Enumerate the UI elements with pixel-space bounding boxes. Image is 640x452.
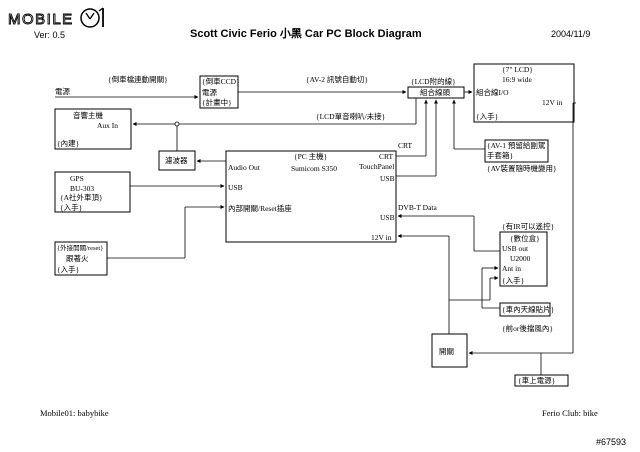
dtv-line-4: U2000 — [510, 254, 531, 263]
gps-line-4: {入手} — [60, 202, 82, 212]
reverse-ccd-box: {倒車CCD} 電源 {計畫中} — [199, 75, 240, 109]
gps-receiver-box: GPS BU-303 {A社外車頂} {入手} — [54, 171, 131, 213]
pc-port-12v: 12V in — [371, 233, 392, 242]
footer-id: #67593 — [596, 437, 626, 447]
ccd-line-3: {計畫中} — [202, 97, 232, 107]
car-power-box: {車上電源} — [514, 374, 569, 387]
pc-port-usb-1: USB — [380, 174, 395, 183]
lcd-line-3: 組合線I/O — [476, 87, 509, 97]
pc-model: Sumicom S350 — [291, 164, 337, 173]
ccd-line-1: {倒車CCD} — [202, 76, 240, 86]
pc-port-usb-left: USB — [228, 183, 243, 192]
dtv-line-3: USB out — [502, 244, 529, 253]
dtv-line-2: {數位盒} — [510, 233, 540, 243]
antenna-line-1: {車內天線貼片} — [502, 304, 554, 314]
av1-line-2: 手套箱} — [487, 150, 513, 160]
antenna-line-2: {前or後擋風內} — [502, 323, 553, 333]
lcd-combo-connector: {LCD附的線} 組合線頭 — [407, 76, 465, 99]
digital-tv-box: {有IR可以遙控} {數位盒} USB out U2000 Ant in {入手… — [499, 221, 554, 287]
av1-line-3: {AV裝置隨時機變用} — [487, 163, 557, 173]
lcd-line-4: 12V in — [542, 98, 563, 107]
av1-line-1: {AV-1 預留給副駕 — [487, 140, 545, 150]
dtv-ir-note: {有IR可以遙控} — [502, 221, 554, 231]
filter-label: 濾波器 — [165, 155, 188, 165]
lcd-line-1: {7" LCD} — [502, 65, 533, 74]
antenna-patch-box: {車內天線貼片} {前or後擋風內} — [499, 302, 554, 333]
power-label: 電源 — [55, 87, 70, 96]
switch-line-2: 跟著火 — [66, 253, 89, 263]
av1-input-box: {AV-1 預留給副駕 手套箱} {AV裝置隨時機變用} — [484, 139, 557, 173]
footer-author: Mobile01: babybike — [40, 408, 109, 418]
gps-line-1: GPS — [70, 174, 84, 183]
crt-label: CRT — [398, 141, 413, 150]
gps-line-3: {A社外車頂} — [60, 192, 103, 202]
lcd-combo-inner: 組合線頭 — [420, 87, 450, 97]
audio-head-unit-box: 音響主機 Aux In {內建} — [54, 108, 132, 150]
audio-line-3: {內建} — [57, 138, 79, 148]
pc-port-audio-out: Audio Out — [228, 163, 261, 172]
audio-line-2: Aux In — [97, 121, 118, 130]
dtv-line-6: {入手} — [502, 275, 524, 285]
car-power-label: {車上電源} — [518, 375, 555, 385]
pc-port-touchpanel: TouchPanel — [359, 162, 394, 171]
footer-club: Ferio Club: bike — [542, 408, 598, 418]
lcd-line-2: 16:9 wide — [502, 75, 532, 84]
dvb-data-label: DVB-T Data — [398, 203, 437, 212]
lcd-line-5: {入手} — [476, 111, 498, 121]
breaker-switch-box: 開關 — [431, 333, 468, 368]
mobile01-logo: MOBILE — [8, 7, 104, 28]
pc-port-crt: CRT — [379, 152, 394, 161]
diagram-title: Scott Civic Ferio 小黑 Car PC Block Diagra… — [190, 26, 422, 40]
switch-line-3: {入手} — [57, 264, 79, 274]
date-text: 2004/11/9 — [551, 29, 590, 39]
dtv-line-5: Ant in — [502, 264, 521, 273]
lcd-audio-label: {LCD單音喇叭/未接} — [316, 111, 385, 121]
logo-o-mark — [80, 8, 100, 28]
pc-title: {PC 主機} — [294, 151, 327, 161]
ccd-line-2: 電源 — [202, 88, 217, 97]
reverse-switch-label: {倒車檔連動開關} — [108, 74, 168, 84]
pc-main-unit-box: {PC 主機} Sumicom S350 Audio Out USB 內部開關/… — [225, 150, 397, 243]
switch-line-1: {外接開關/reset} — [57, 243, 103, 252]
lcd-monitor-box: {7" LCD} 16:9 wide 組合線I/O 12V in {入手} — [473, 63, 575, 123]
audio-line-1: 音響主機 — [73, 110, 103, 120]
logo-text: MOBILE — [8, 11, 74, 28]
version-text: Ver: 0.5 — [34, 30, 65, 40]
noise-filter-box: 濾波器 — [158, 150, 196, 171]
connection-lines — [55, 90, 576, 375]
pc-port-usb-2: USB — [380, 213, 395, 222]
external-switch-box: {外接開關/reset} 跟著火 {入手} — [54, 241, 108, 276]
lcd-combo-label: {LCD附的線} — [411, 76, 456, 86]
breaker-label: 開關 — [439, 347, 454, 356]
pc-port-reset: 內部開關/Reset插座 — [228, 203, 292, 213]
av2-label: {AV-2 訊號自動切} — [306, 74, 368, 84]
gps-line-2: BU-303 — [70, 184, 94, 193]
